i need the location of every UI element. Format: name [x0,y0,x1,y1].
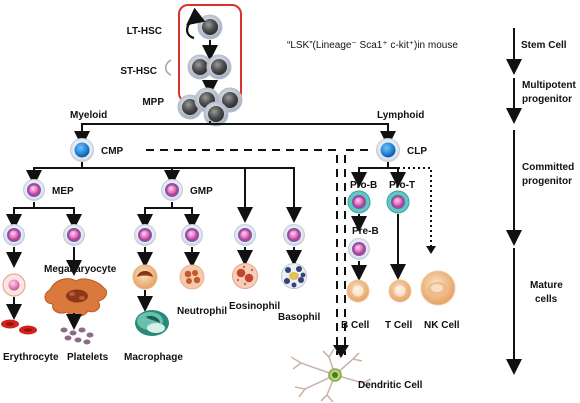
stage-multipotent-line1: Multipotent [522,80,577,91]
monocyte-cell [132,264,158,290]
eosinophil-cell [232,263,258,289]
stage-mature-line2: cells [535,294,558,305]
cmp-cell [70,138,94,162]
erythrocyte-label: Erythrocyte [3,352,59,363]
gmp-cell [161,179,183,201]
line-gmp-to-mono-progenitor [137,202,173,230]
pro-t-cell [386,190,410,214]
b-cell-label: B Cell [341,320,370,331]
neutrophil-cell [179,264,205,290]
pre-b-label: Pre-B [352,226,379,237]
dendritic-arrowhead [333,345,349,358]
gmp-label: GMP [190,186,213,197]
nk-cell [420,270,456,306]
basophil-progenitor-cell [283,224,305,246]
mpp-label: MPP [142,97,164,108]
pro-b-label: Pro-B [350,180,377,191]
line-mpp-to-cmp [74,121,211,147]
dendritic-cell-icon [290,348,372,403]
platelets-icon [60,327,94,345]
line-mep-to-ery-progenitor [6,202,35,230]
megakaryocyte-icon [44,278,108,317]
megakaryocyte-progenitor-cell [63,224,85,246]
neutrophil-progenitor-cell [181,224,203,246]
mpp-cells [177,87,243,127]
stage-stem-cell: Stem Cell [521,40,567,51]
erythrocyte-icon [1,319,37,335]
monocyte-progenitor-cell [134,224,156,246]
line-gmp-to-neutro-progenitor [172,207,200,230]
lt-hsc-label: LT-HSC [127,26,162,37]
eosinophil-label: Eosinophil [229,301,280,312]
basophil-cell [281,263,307,289]
clp-cell [376,138,400,162]
mep-label: MEP [52,186,74,197]
self-renewal-arrow [186,7,206,40]
line-mpp-to-clp [210,123,396,147]
nk-cell-label: NK Cell [424,320,460,331]
t-cell [388,279,412,303]
st-hsc-label: ST-HSC [120,66,157,77]
line-cmp-to-basophil [245,167,302,223]
stage-committed-line1: Committed [522,162,574,173]
stage-multipotent-line2: progenitor [522,94,572,105]
macrophage-label: Macrophage [124,352,183,363]
dashed-cmp-to-dendritic [146,149,338,355]
cmp-label: CMP [101,146,124,157]
pro-t-label: Pro-T [389,180,415,191]
dendritic-cell-label: Dendritic Cell [358,380,423,391]
b-cell [346,279,370,303]
line-clp-to-nk [398,167,432,252]
basophil-label: Basophil [278,312,320,323]
lsk-note: “LSK”(Lineage⁻ Sca1⁺ c-kit⁺)in mouse [287,40,458,51]
line-cmp-to-gmp [82,167,180,186]
stage-committed-line2: progenitor [522,176,572,187]
line-cmp-to-mep [26,162,83,186]
eosinophil-progenitor-cell [234,224,256,246]
line-mep-to-mk-progenitor [34,207,82,230]
erythroid-progenitor-cell [3,224,25,246]
st-hsc-cells [187,54,232,80]
macrophage-icon [135,310,169,336]
megakaryocyte-label: Megakaryocyte [44,264,117,275]
pro-b-cell [347,190,371,214]
lt-hsc-cell [197,14,223,40]
nk-arrowhead [426,246,436,254]
stage-mature-line1: Mature [530,280,563,291]
clp-label: CLP [407,146,427,157]
line-clp-to-pro-b [351,162,389,188]
dashed-clp-to-dendritic [344,149,368,355]
neutrophil-label: Neutrophil [177,306,227,317]
mep-cell [23,179,45,201]
reticulocyte-cell [2,273,26,297]
st-hsc-return-arrow [164,59,172,76]
platelets-label: Platelets [67,352,109,363]
t-cell-label: T Cell [385,320,412,331]
line-clp-to-pro-t [388,167,406,188]
lymphoid-label: Lymphoid [377,110,424,121]
pre-b-cell [348,238,370,260]
myeloid-label: Myeloid [70,110,107,121]
